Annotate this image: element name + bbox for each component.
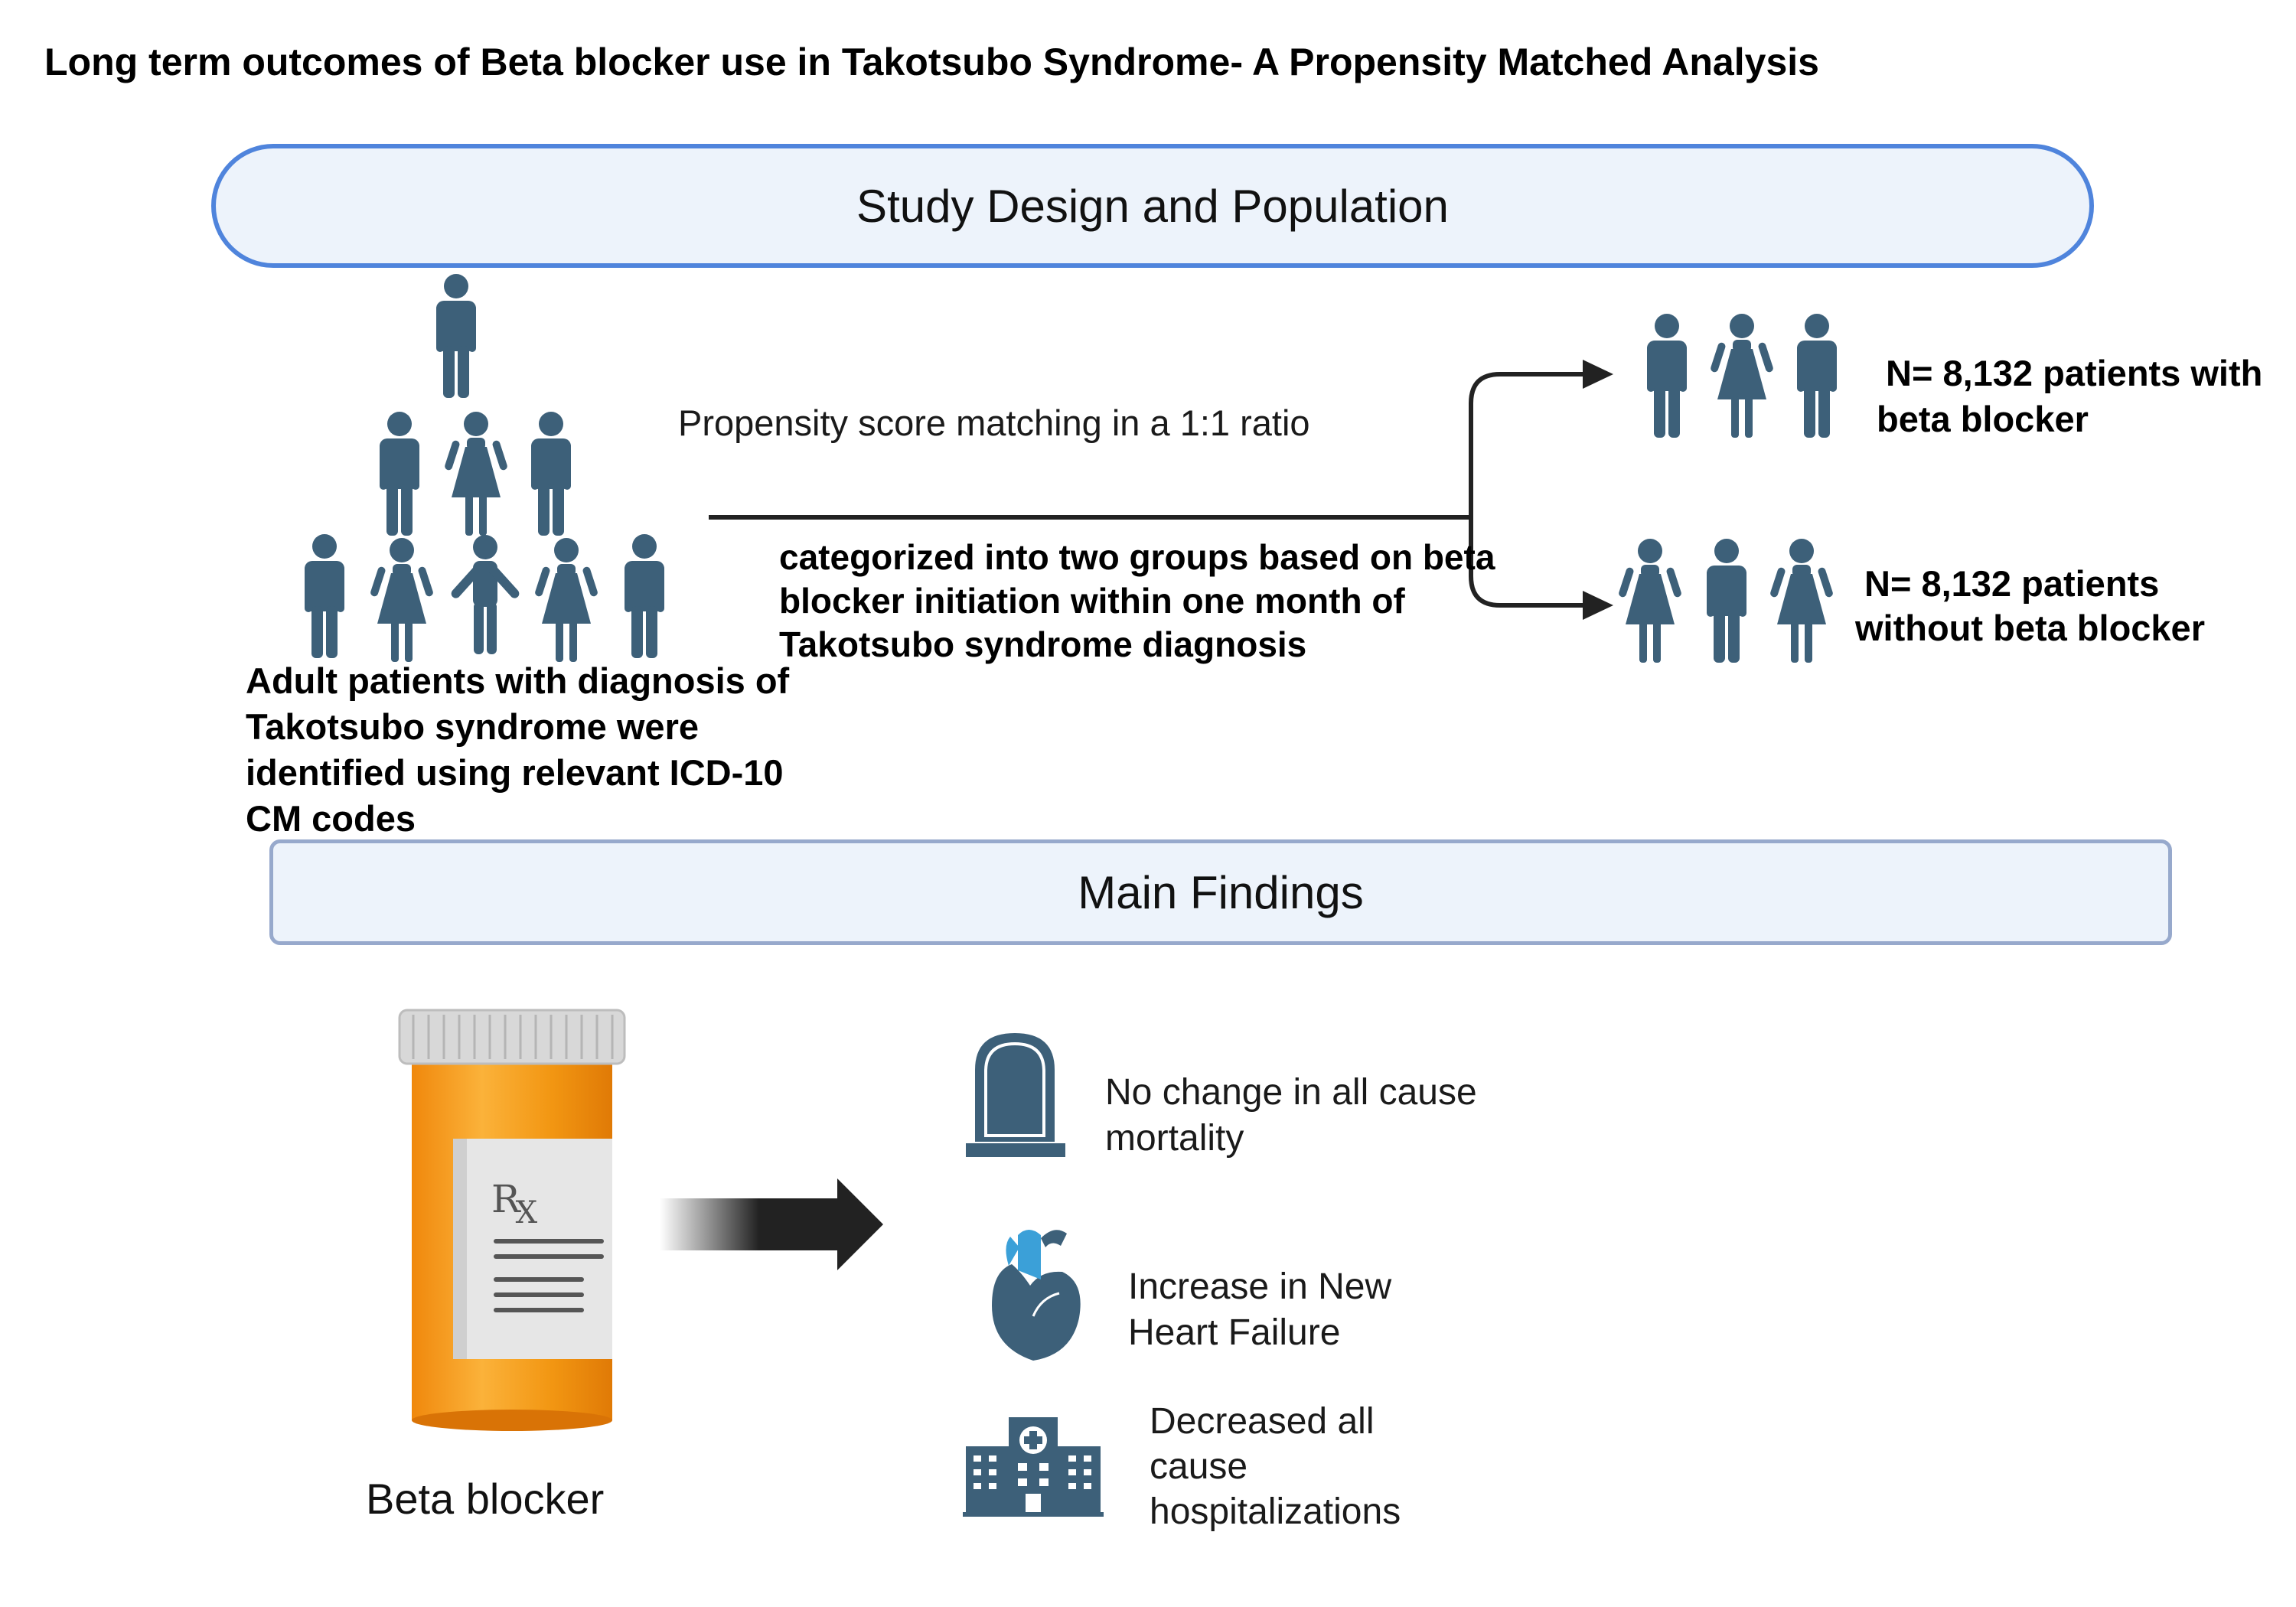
arrow-head-icon <box>1583 591 1613 620</box>
rx-symbol: RX <box>491 1177 538 1231</box>
group-with-label: N= 8,132 patients with beta blocker <box>1877 350 2262 442</box>
finding-hospitalizations: Decreased all cause hospitalizations <box>1150 1399 1401 1534</box>
drug-label: Beta blocker <box>366 1475 605 1523</box>
main-findings-banner: Main Findings <box>269 839 2172 945</box>
page-title: Long term outcomes of Beta blocker use i… <box>44 41 1819 83</box>
finding-line: cause <box>1150 1446 1248 1487</box>
arrow-head-icon <box>1583 360 1613 389</box>
categorized-description: categorized into two groups based on bet… <box>779 536 1495 667</box>
population-line: identified using relevant ICD-10 <box>246 752 784 793</box>
categorized-line: Takotsubo syndrome diagnosis <box>779 624 1307 664</box>
main-findings-banner-label: Main Findings <box>1078 866 1364 918</box>
group-with-line: N= 8,132 patients with <box>1886 353 2263 393</box>
group-without-line: without beta blocker <box>1855 608 2205 648</box>
finding-line: Decreased all <box>1150 1401 1375 1442</box>
finding-line: Heart Failure <box>1128 1312 1341 1353</box>
categorized-line: blocker initiation within one month of <box>779 581 1405 621</box>
population-description: Adult patients with diagnosis of Takotsu… <box>246 658 789 842</box>
matching-label: Propensity score matching in a 1:1 ratio <box>678 403 1310 443</box>
group-without-label: N= 8,132 patients without beta blocker <box>1855 562 2205 650</box>
group-with-line: beta blocker <box>1877 399 2089 439</box>
finding-line: mortality <box>1105 1118 1244 1159</box>
finding-heart-failure: Increase in New Heart Failure <box>1128 1264 1391 1356</box>
finding-line: hospitalizations <box>1150 1491 1401 1532</box>
categorized-line: categorized into two groups based on bet… <box>779 537 1495 577</box>
finding-line: No change in all cause <box>1105 1072 1477 1113</box>
study-design-banner-label: Study Design and Population <box>856 180 1449 232</box>
finding-mortality: No change in all cause mortality <box>1105 1070 1477 1162</box>
finding-line: Increase in New <box>1128 1266 1392 1307</box>
study-design-banner: Study Design and Population <box>211 144 2094 268</box>
population-line: CM codes <box>246 798 416 839</box>
group-without-line: N= 8,132 patients <box>1864 563 2160 604</box>
population-line: Takotsubo syndrome were <box>246 706 699 747</box>
population-line: Adult patients with diagnosis of <box>246 660 790 701</box>
